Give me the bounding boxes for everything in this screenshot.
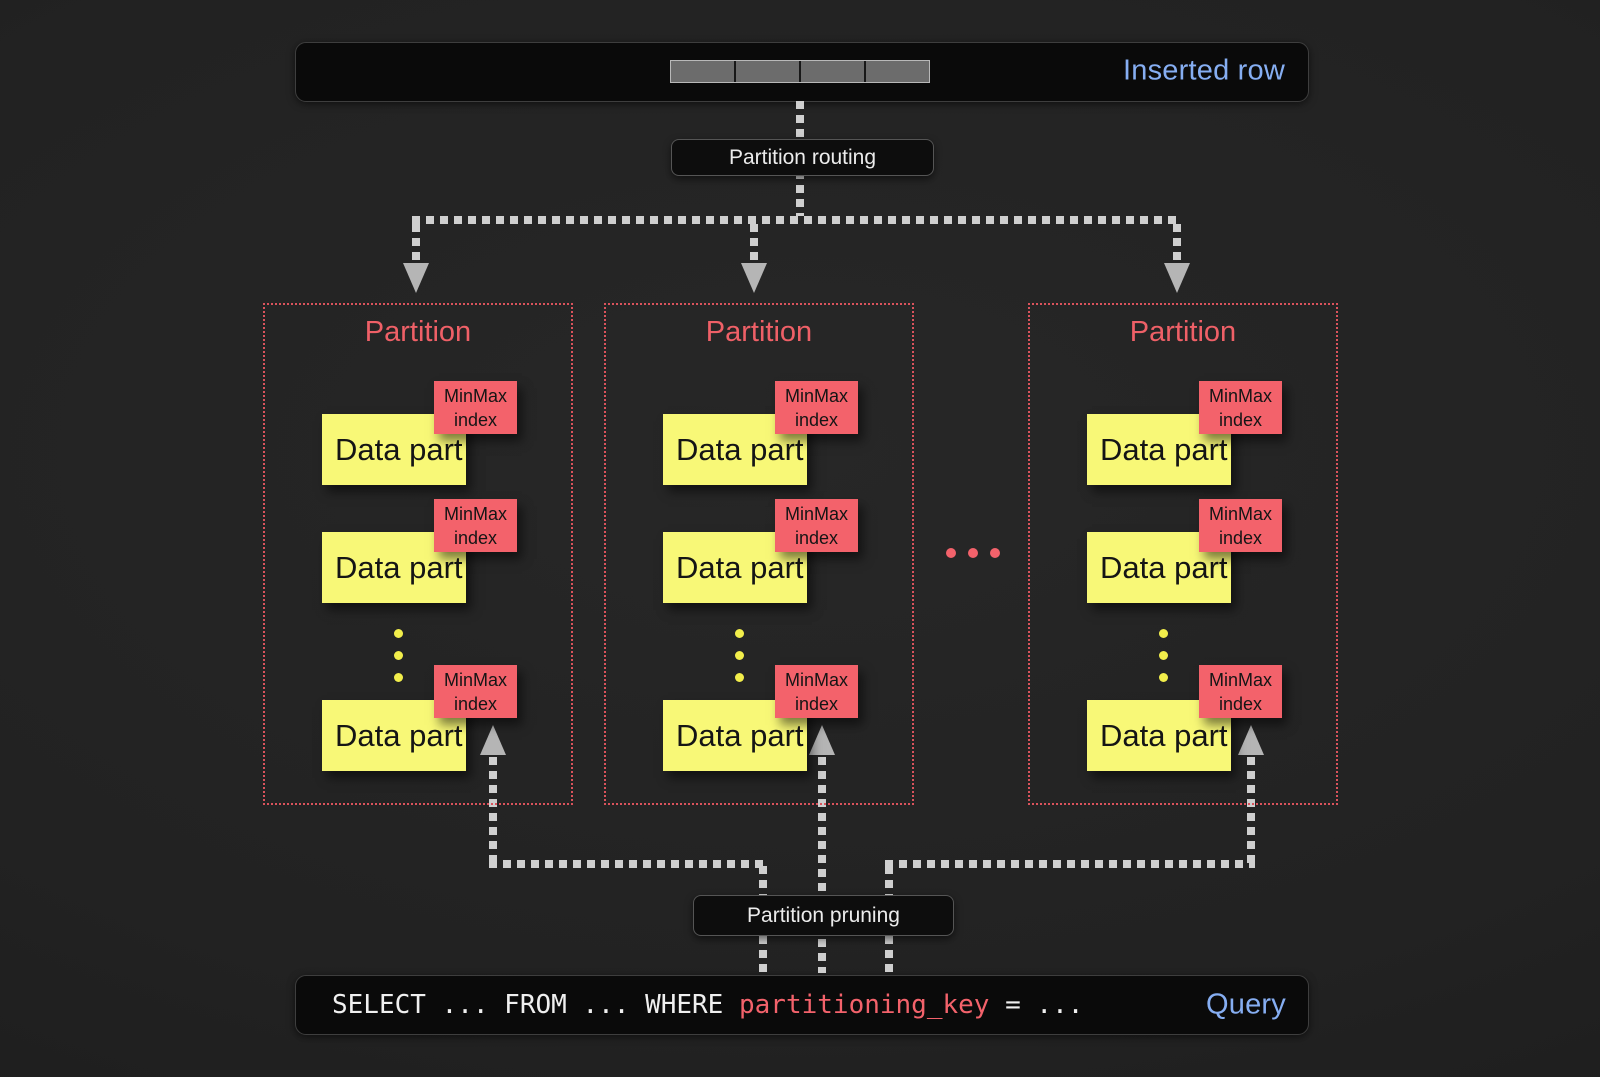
minmax-index-tag: MinMax index bbox=[434, 381, 517, 434]
partition-routing-label: Partition routing bbox=[671, 139, 934, 176]
pruning-line-right-rise bbox=[1247, 757, 1255, 868]
inserted-row-label: Inserted row bbox=[1123, 54, 1285, 87]
arrow-down-icon bbox=[1164, 263, 1190, 293]
minmax-index-tag: MinMax index bbox=[1199, 665, 1282, 718]
arrow-down-icon bbox=[403, 263, 429, 293]
minmax-index-tag: MinMax index bbox=[434, 665, 517, 718]
pruning-branch-right bbox=[885, 860, 1255, 868]
routing-drop-middle bbox=[750, 224, 758, 264]
partition-box-2: Partition MinMax index Data part MinMax … bbox=[604, 303, 914, 805]
sql-prefix: SELECT ... FROM ... WHERE bbox=[332, 990, 739, 1020]
arrow-up-icon bbox=[1238, 725, 1264, 755]
pruning-line-middle bbox=[818, 757, 826, 973]
row-segment bbox=[671, 61, 736, 82]
partition-box-3: Partition MinMax index Data part MinMax … bbox=[1028, 303, 1338, 805]
ellipsis-dot bbox=[990, 548, 1000, 558]
ellipsis-dot bbox=[394, 651, 403, 660]
ellipsis-dot bbox=[1159, 629, 1168, 638]
more-partitions-ellipsis bbox=[946, 548, 1000, 558]
routing-branch-line bbox=[412, 216, 1181, 224]
sql-text: SELECT ... FROM ... WHERE partitioning_k… bbox=[332, 990, 1083, 1020]
ellipsis-dot bbox=[968, 548, 978, 558]
ellipsis-dot bbox=[735, 673, 744, 682]
routing-drop-right bbox=[1173, 224, 1181, 264]
partition-box-1: Partition MinMax index Data part MinMax … bbox=[263, 303, 573, 805]
pruning-branch-left bbox=[489, 860, 767, 868]
ellipsis-dot bbox=[946, 548, 956, 558]
sql-suffix: = ... bbox=[989, 990, 1084, 1020]
more-parts-ellipsis bbox=[735, 629, 744, 695]
row-segment bbox=[801, 61, 866, 82]
inserted-row-segments bbox=[670, 60, 930, 83]
minmax-index-tag: MinMax index bbox=[434, 499, 517, 552]
data-part: Data part bbox=[1087, 532, 1231, 603]
minmax-index-tag: MinMax index bbox=[775, 499, 858, 552]
arrow-down-icon bbox=[741, 263, 767, 293]
query-label: Query bbox=[1206, 988, 1286, 1021]
arrow-up-icon bbox=[809, 725, 835, 755]
more-parts-ellipsis bbox=[1159, 629, 1168, 695]
ellipsis-dot bbox=[394, 673, 403, 682]
minmax-index-tag: MinMax index bbox=[1199, 499, 1282, 552]
minmax-index-tag: MinMax index bbox=[775, 381, 858, 434]
ellipsis-dot bbox=[1159, 651, 1168, 660]
routing-drop-left bbox=[412, 224, 420, 264]
more-parts-ellipsis bbox=[394, 629, 403, 695]
row-segment bbox=[736, 61, 801, 82]
partition-title: Partition bbox=[1129, 316, 1237, 348]
ellipsis-dot bbox=[1159, 673, 1168, 682]
pruning-line-left-rise bbox=[489, 757, 497, 868]
ellipsis-dot bbox=[735, 651, 744, 660]
ellipsis-dot bbox=[735, 629, 744, 638]
ellipsis-dot bbox=[394, 629, 403, 638]
data-part: Data part bbox=[663, 414, 807, 485]
row-segment bbox=[866, 61, 929, 82]
partition-pruning-label: Partition pruning bbox=[693, 895, 954, 936]
query-panel: SELECT ... FROM ... WHERE partitioning_k… bbox=[295, 975, 1309, 1035]
partition-title: Partition bbox=[705, 316, 813, 348]
arrow-up-icon bbox=[480, 725, 506, 755]
sql-partitioning-key: partitioning_key bbox=[739, 990, 990, 1020]
partition-title: Partition bbox=[364, 316, 472, 348]
data-part: Data part bbox=[322, 700, 466, 771]
minmax-index-tag: MinMax index bbox=[1199, 381, 1282, 434]
minmax-index-tag: MinMax index bbox=[775, 665, 858, 718]
